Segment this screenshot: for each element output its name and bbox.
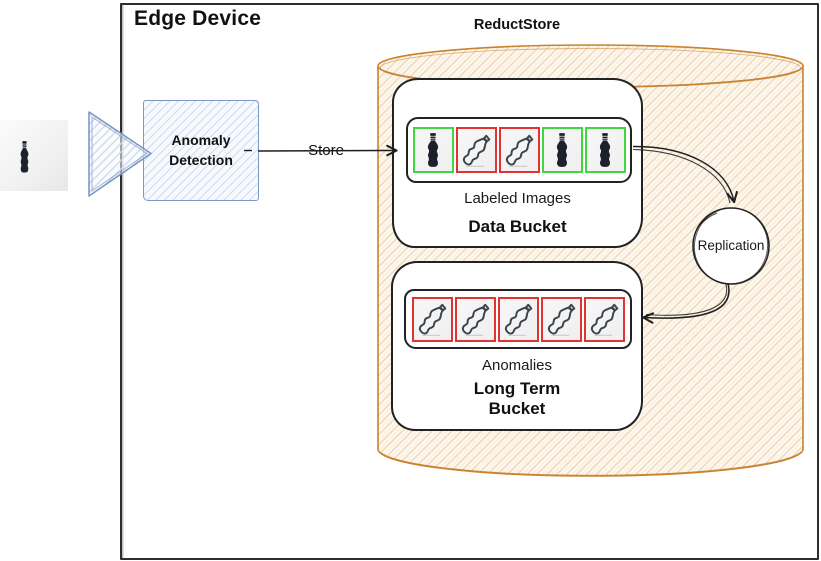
image-cell-red xyxy=(454,296,496,342)
edge-device-title: Edge Device xyxy=(134,7,262,30)
image-cell-green xyxy=(412,127,454,173)
long-term-bucket-title-text: Long Term Bucket xyxy=(473,379,561,418)
image-cell-red xyxy=(497,296,539,342)
store-arrow-label: Store xyxy=(299,141,353,161)
data-bucket-box: Labeled Images Data Bucket xyxy=(392,78,643,248)
input-image xyxy=(0,120,68,191)
long-term-bucket-strip xyxy=(404,289,632,349)
replication-node xyxy=(692,207,770,285)
image-cell-red xyxy=(411,296,453,342)
bottle-crushed-icon xyxy=(414,299,451,339)
data-bucket-caption: Labeled Images xyxy=(464,190,571,207)
anomaly-detection-box: Anomaly Detection xyxy=(143,100,259,201)
image-cell-red xyxy=(583,296,625,342)
image-cell-green xyxy=(541,127,583,173)
bottle-crushed-icon xyxy=(500,299,537,339)
long-term-bucket-box: Anomalies Long Term Bucket xyxy=(391,261,643,431)
bottle-silhouette-icon xyxy=(20,127,48,185)
bottle-upright-icon xyxy=(587,132,623,169)
reductstore-title: ReductStore xyxy=(473,17,561,33)
bottle-crushed-icon xyxy=(457,299,494,339)
bottle-upright-icon xyxy=(415,132,451,169)
image-cell-red xyxy=(540,296,582,342)
long-term-bucket-title: Long Term Bucket xyxy=(393,379,641,419)
bottle-crushed-icon xyxy=(458,130,495,170)
bottle-upright-icon xyxy=(544,132,580,169)
bottle-crushed-icon xyxy=(586,299,623,339)
data-bucket-title: Data Bucket xyxy=(468,217,567,236)
image-cell-red xyxy=(498,127,540,173)
anomaly-detection-label: Anomaly Detection xyxy=(169,131,233,168)
image-cell-red xyxy=(455,127,497,173)
image-cell-green xyxy=(584,127,626,173)
bottle-crushed-icon xyxy=(543,299,580,339)
bottle-crushed-icon xyxy=(501,130,538,170)
data-bucket-strip xyxy=(406,117,632,183)
long-term-bucket-caption: Anomalies xyxy=(481,357,553,374)
edge-device-box xyxy=(120,3,819,560)
replication-label: Replication xyxy=(697,238,765,253)
